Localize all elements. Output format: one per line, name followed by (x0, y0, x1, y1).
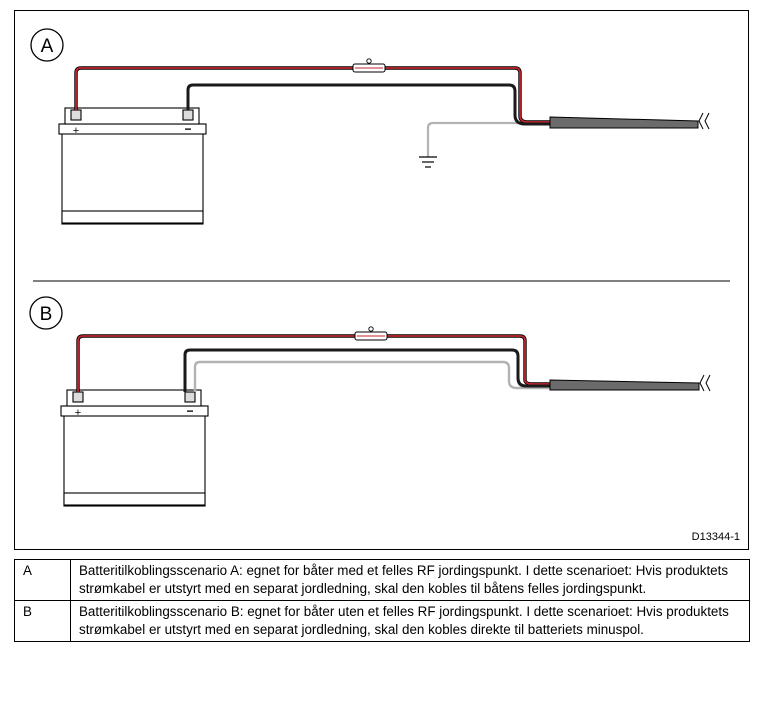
ground-wire-b (193, 360, 555, 392)
negative-wire-a (186, 83, 555, 126)
legend-key: A (14, 559, 71, 601)
battery-b-minus-sign: − (186, 404, 193, 418)
wiring-diagram: A + − (14, 10, 749, 550)
scenario-b-label: B (40, 304, 53, 325)
fuse-b (354, 326, 388, 341)
legend-row: B Batteritilkoblingsscenario B: egnet fo… (14, 600, 750, 642)
fuse-a (352, 58, 386, 73)
battery-a (58, 107, 207, 225)
scenario-a-label-circle (30, 28, 64, 62)
positive-wire-b (77, 335, 555, 392)
legend-description: Batteritilkoblingsscenario B: egnet for … (70, 600, 750, 642)
ground-symbol (419, 156, 437, 168)
positive-wire-a (75, 67, 555, 123)
wiring-diagram-canvas: A + − (29, 28, 730, 507)
legend-description: Batteritilkoblingsscenario A: egnet for … (70, 559, 750, 601)
power-cable-a (549, 112, 710, 130)
figure-reference-code: D13344-1 (691, 531, 740, 543)
legend-table: A Batteritilkoblingsscenario A: egnet fo… (14, 559, 750, 642)
legend-key: B (14, 600, 71, 642)
ground-wire-a (426, 121, 545, 157)
scenario-a: A + − (30, 28, 710, 225)
negative-wire-b (183, 348, 555, 392)
battery-a-plus-sign: + (73, 125, 79, 137)
scenario-b: B + − (29, 296, 711, 507)
battery-b-plus-sign: + (75, 407, 81, 419)
legend-row: A Batteritilkoblingsscenario A: egnet fo… (14, 559, 750, 601)
battery-b (60, 389, 209, 507)
battery-a-minus-sign: − (184, 122, 191, 136)
scenario-b-label-circle (29, 296, 63, 330)
power-cable-b (549, 374, 711, 392)
positive-wire-b-outline (76, 334, 555, 392)
scenario-a-label: A (41, 36, 54, 57)
